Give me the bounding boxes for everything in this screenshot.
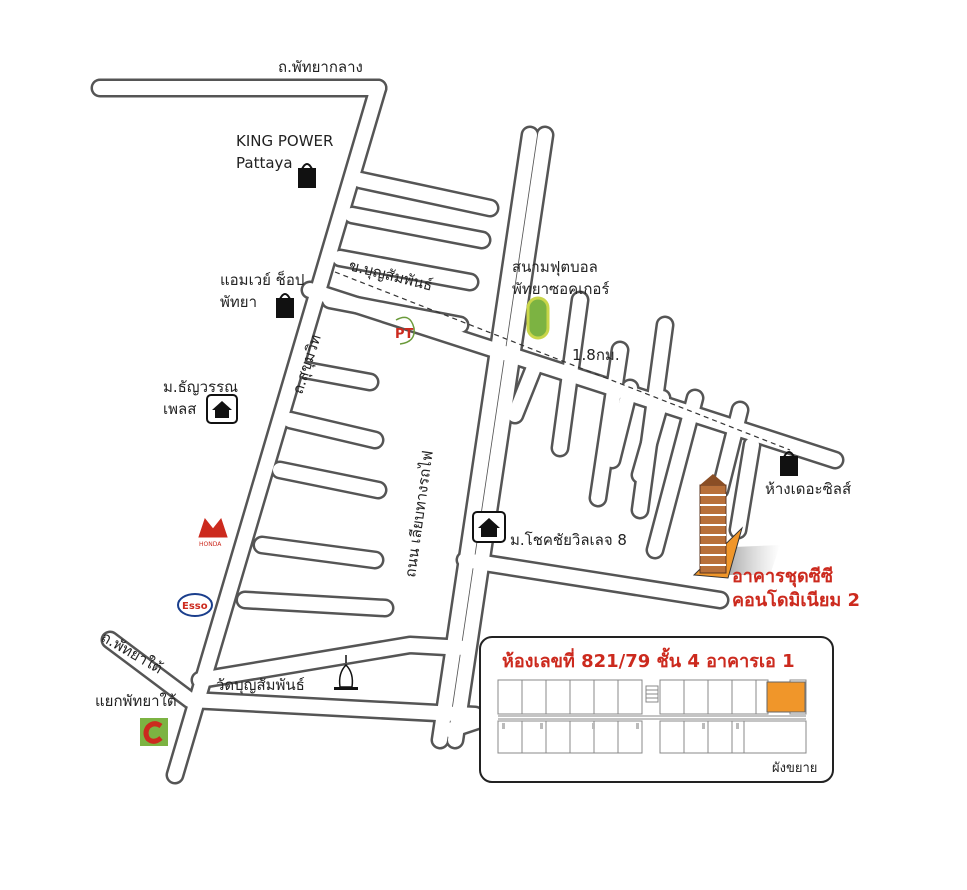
amway-label: แอมเวย์ ช็อป [220,270,304,289]
intersection-label: แยกพัทยาใต้ [95,692,177,710]
road-railway: ถนน เลียบทางรถไฟ [401,449,437,578]
pt-logo-icon: PT [395,316,415,345]
the-sills-label: ห้างเดอะซิลส์ [765,480,851,498]
temple-label: วัดบุญสัมพันธ์ [216,676,305,695]
road-pattaya-tai: ถ.พัทยาใต้ [98,628,166,678]
thanwarin-sublabel: เพลส [163,400,196,418]
temple-icon [334,655,358,690]
king-power-label: KING POWER [236,132,333,150]
amway-sublabel: พัทยา [220,293,257,311]
thanwarin-label: ม.ธัญวรรณ [163,378,238,396]
shopping-bag-icon [780,451,798,476]
stadium-icon [526,296,550,340]
shopping-bag-icon [276,293,294,318]
condo-sublabel: คอนโดมิเนียม 2 [732,589,860,611]
shopping-bag-icon [298,163,316,188]
highlighted-unit [766,681,806,713]
roads-fill [93,81,842,782]
svg-text:PT: PT [395,327,414,342]
condo-tower-icon [692,474,780,579]
esso-logo-icon: Esso [177,593,213,617]
stadium-sublabel: พัทยาซอคเกอร์ [512,280,610,298]
honda-logo-icon: HONDA [198,517,228,548]
chokchai-label: ม.โชคชัยวิลเลจ 8 [510,531,627,549]
stadium-label: สนามฟุตบอล [512,258,598,277]
condo-label: อาคารชุดซีซี [732,566,833,588]
floor-plan-inset: ห้องเลขที่ 821/79 ชั้น 4 อาคารเอ 1 [479,636,834,783]
house-icon [472,511,506,543]
svg-text:HONDA: HONDA [199,541,222,548]
dashed-route [334,271,791,451]
house-icon [206,394,238,424]
svg-text:Esso: Esso [182,601,208,612]
king-power-sublabel: Pattaya [236,154,293,172]
inset-title: ห้องเลขที่ 821/79 ชั้น 4 อาคารเอ 1 [502,647,795,672]
inset-caption: ผังขยาย [772,761,817,776]
distance-label: 1.8กม. [572,346,620,364]
road-pattaya-klang: ถ.พัทยากลาง [278,58,363,76]
store-c-icon [140,718,168,746]
